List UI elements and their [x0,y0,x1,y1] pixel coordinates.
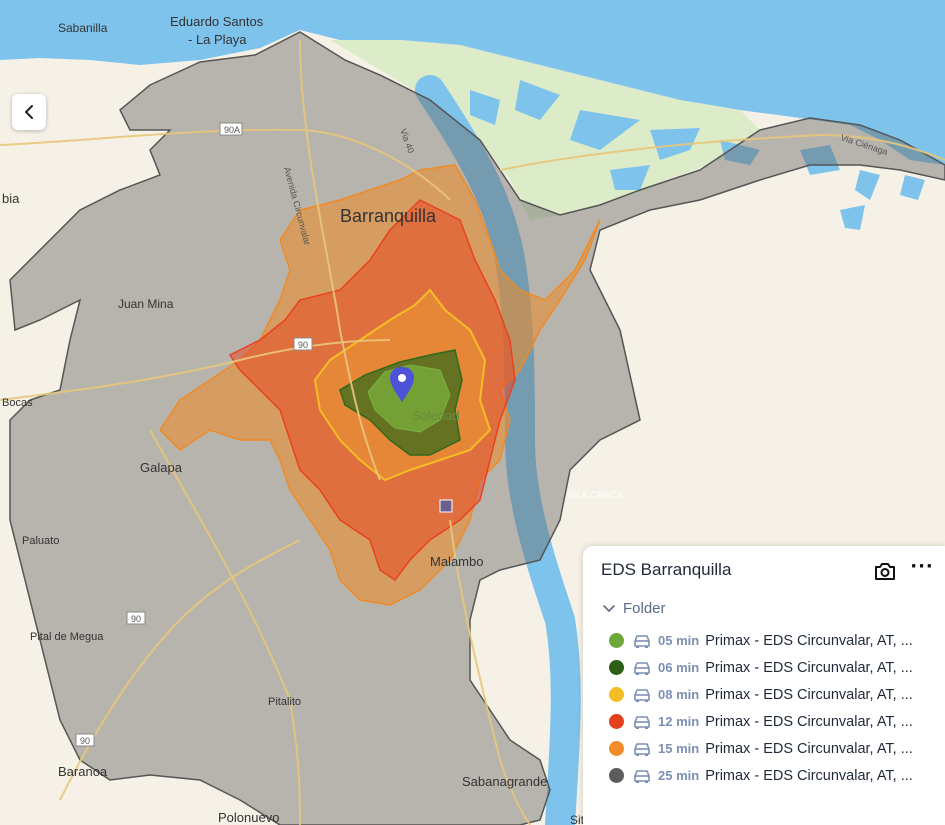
more-options-button[interactable]: ··· [910,556,934,577]
place-pital-de-megua: Pital de Megua [30,631,104,643]
panel-title: EDS Barranquilla [601,560,732,579]
car-icon [634,742,650,756]
place-sabanilla: Sabanilla [58,21,108,35]
layer-row[interactable]: 15 min Primax - EDS Circunvalar, AT, ... [609,735,945,762]
layer-time: 05 min [658,633,700,648]
layer-row[interactable]: 12 min Primax - EDS Circunvalar, AT, ... [609,708,945,735]
place-la-playa: - La Playa [188,32,247,47]
layer-color-dot [609,741,624,756]
layer-name: Primax - EDS Circunvalar, AT, ... [705,740,913,757]
layer-row[interactable]: 05 min Primax - EDS Circunvalar, AT, ... [609,627,945,654]
place-barranquilla: Barranquilla [340,206,437,226]
layer-name: Primax - EDS Circunvalar, AT, ... [705,713,913,730]
chevron-left-icon [25,105,33,119]
layer-color-dot [609,660,624,675]
layer-time: 25 min [658,768,700,783]
road-label-90-c: 90 [80,736,90,746]
layer-time: 06 min [658,660,700,675]
place-isla-cabica: ISLA CABICA [568,490,623,500]
layer-color-dot [609,768,624,783]
car-icon [634,634,650,648]
magdalena-river [415,75,581,825]
layer-name: Primax - EDS Circunvalar, AT, ... [705,632,913,649]
folder-label: Folder [623,600,666,617]
place-malambo: Malambo [430,554,483,569]
back-button[interactable] [12,94,46,130]
car-icon [634,769,650,783]
car-icon [634,688,650,702]
layer-color-dot [609,714,624,729]
layer-time: 12 min [658,714,700,729]
layer-time: 08 min [658,687,700,702]
road-shield-90-a [293,337,313,351]
place-paluato: Paluato [22,535,59,547]
layer-row[interactable]: 08 min Primax - EDS Circunvalar, AT, ... [609,681,945,708]
roads [0,39,945,825]
road-shield-90-c [75,733,95,747]
place-bocas: Bocas [2,397,33,409]
layer-name: Primax - EDS Circunvalar, AT, ... [705,767,913,784]
sea [0,0,945,165]
place-galapa: Galapa [140,460,183,475]
layer-color-dot [609,633,624,648]
layer-row[interactable]: 06 min Primax - EDS Circunvalar, AT, ... [609,654,945,681]
place-pitalito: Pitalito [268,696,301,708]
layer-name: Primax - EDS Circunvalar, AT, ... [705,659,913,676]
delta-channels [470,80,925,230]
folder-toggle[interactable]: Folder [603,600,666,617]
place-bia: bia [2,191,20,206]
layer-color-dot [609,687,624,702]
car-icon [634,661,650,675]
place-baranoa: Baranoa [58,764,108,779]
place-eduardo-santos: Eduardo Santos [170,14,264,29]
road-shield-90-b [126,611,146,625]
road-shield-90a [219,122,243,136]
layer-name: Primax - EDS Circunvalar, AT, ... [705,686,913,703]
camera-icon[interactable] [872,558,898,584]
poi-marker [439,499,453,513]
place-juan-mina: Juan Mina [118,297,174,311]
road-label-90a: 90A [224,125,240,135]
place-polonuevo: Polonuevo [218,810,279,825]
road-label-90-a: 90 [298,340,308,350]
car-icon [634,715,650,729]
isochrone-5min [367,364,451,433]
road-label-90-b: 90 [131,614,141,624]
place-soledad: Soledad [412,408,460,423]
chevron-down-icon [603,604,615,612]
layer-time: 15 min [658,741,700,756]
place-sabanagrande: Sabanagrande [462,774,547,789]
location-pin-icon[interactable] [390,367,414,402]
layer-row[interactable]: 25 min Primax - EDS Circunvalar, AT, ... [609,762,945,789]
